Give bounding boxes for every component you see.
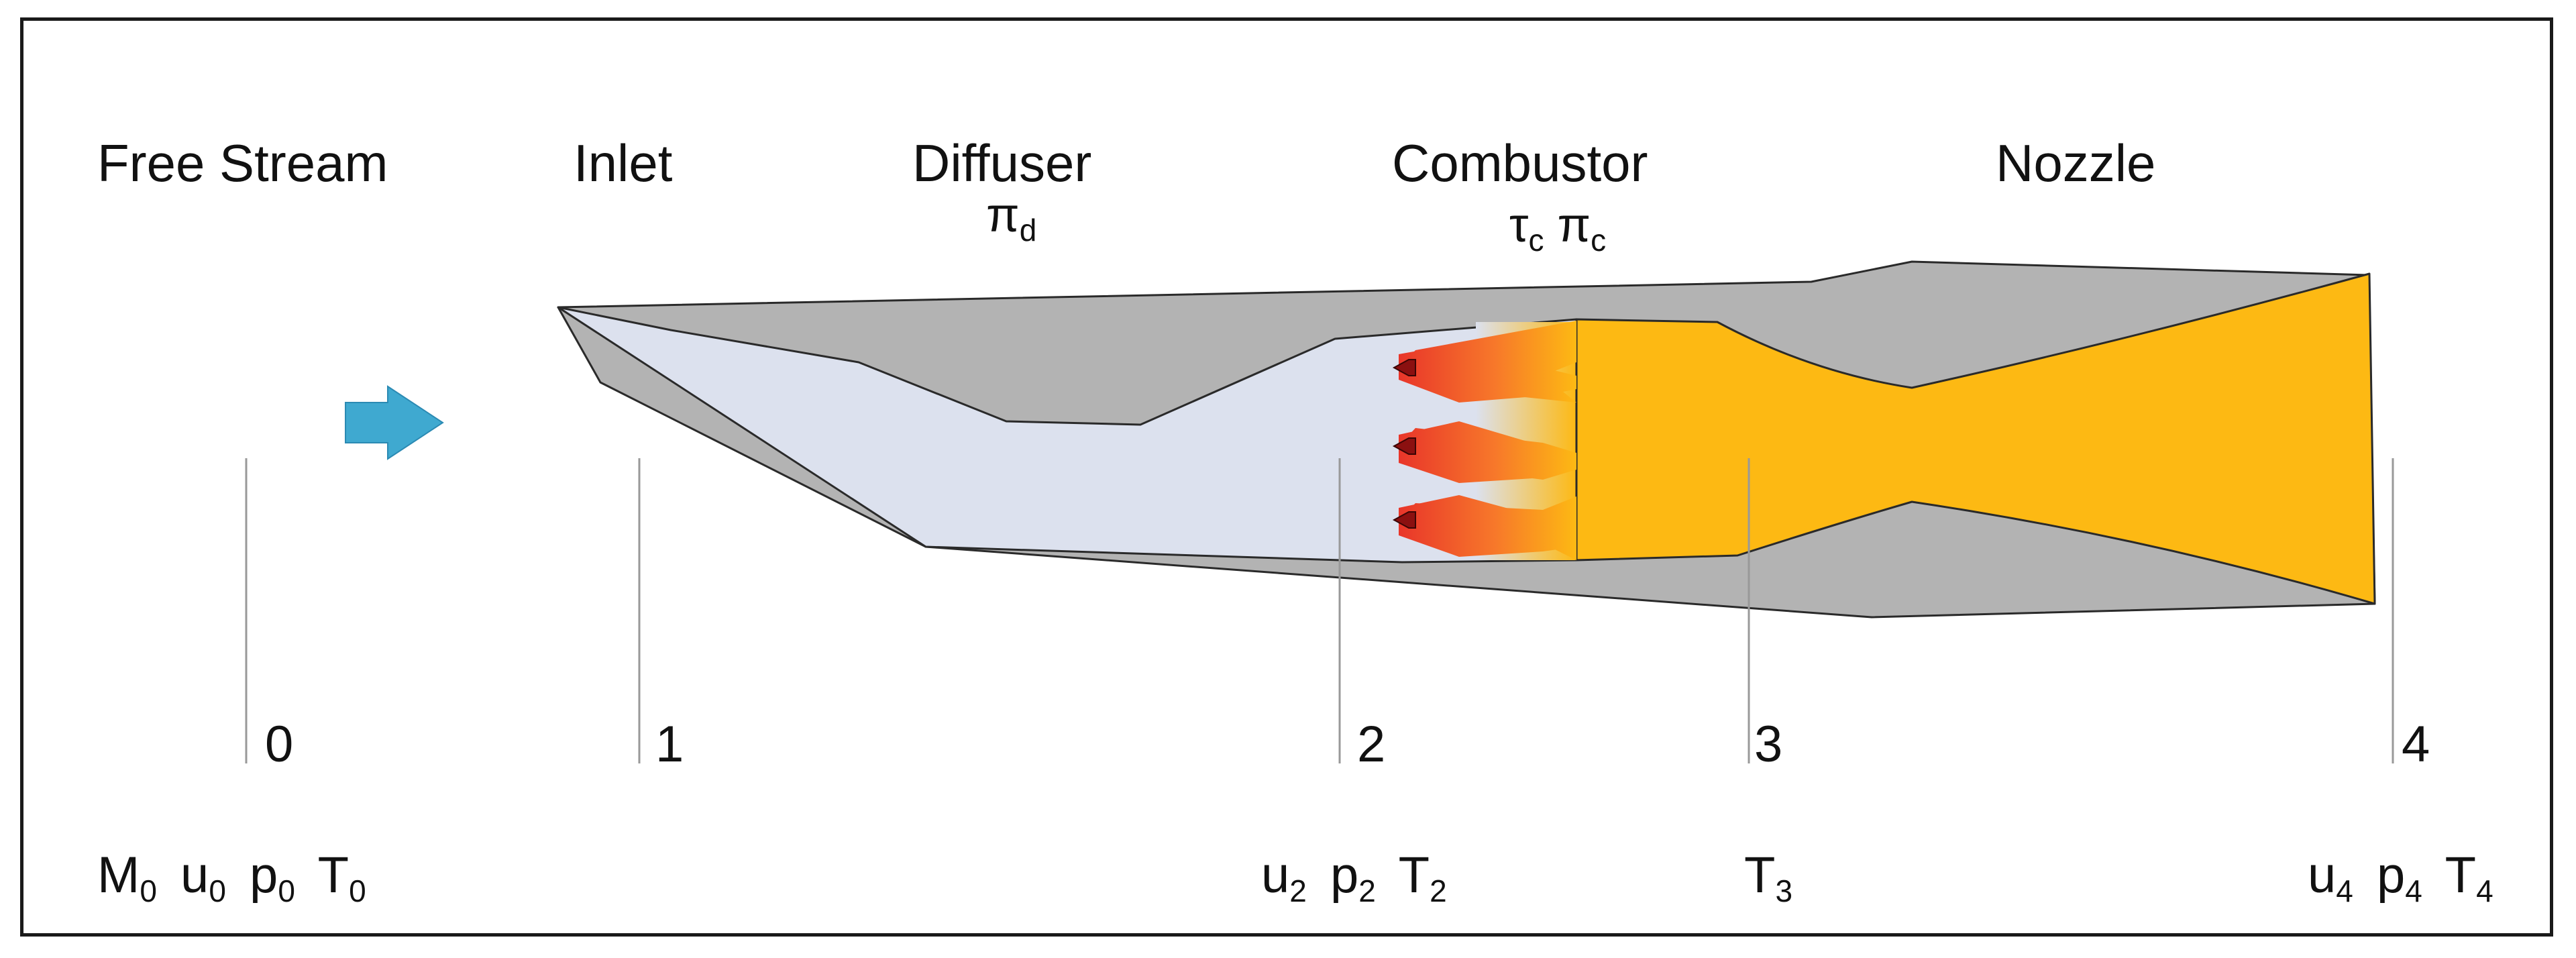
station-4-variables: u4 p4 T4 <box>2308 847 2493 913</box>
injector-top <box>1392 359 1416 376</box>
flame-bottom-shape <box>1399 496 1576 560</box>
hot-flow-region <box>1575 272 2376 605</box>
station-number-2: 2 <box>1357 716 1385 773</box>
section-diffuser: Diffuser <box>912 134 1091 193</box>
injector-bottom <box>1392 511 1416 529</box>
section-nozzle: Nozzle <box>1996 134 2155 193</box>
station-3-variables: T3 <box>1744 847 1792 908</box>
injector-middle <box>1392 437 1416 455</box>
diffuser-symbol: πd <box>986 189 1036 248</box>
station-number-3: 3 <box>1754 716 1782 773</box>
station-2-variables: u2 p2 T2 <box>1261 847 1447 913</box>
section-inlet: Inlet <box>574 134 673 193</box>
flow-arrow-icon <box>345 385 444 460</box>
cold-flow-region <box>557 306 1578 564</box>
section-free-stream: Free Stream <box>97 134 388 193</box>
station-number-0: 0 <box>265 716 293 773</box>
flame-middle-shape <box>1399 428 1576 480</box>
station-0-variables: M0 u0 p0 T0 <box>97 847 366 913</box>
station-number-4: 4 <box>2402 716 2430 773</box>
station-number-1: 1 <box>655 716 684 773</box>
section-combustor: Combustor <box>1392 134 1648 193</box>
flame-top-shape <box>1399 321 1576 403</box>
